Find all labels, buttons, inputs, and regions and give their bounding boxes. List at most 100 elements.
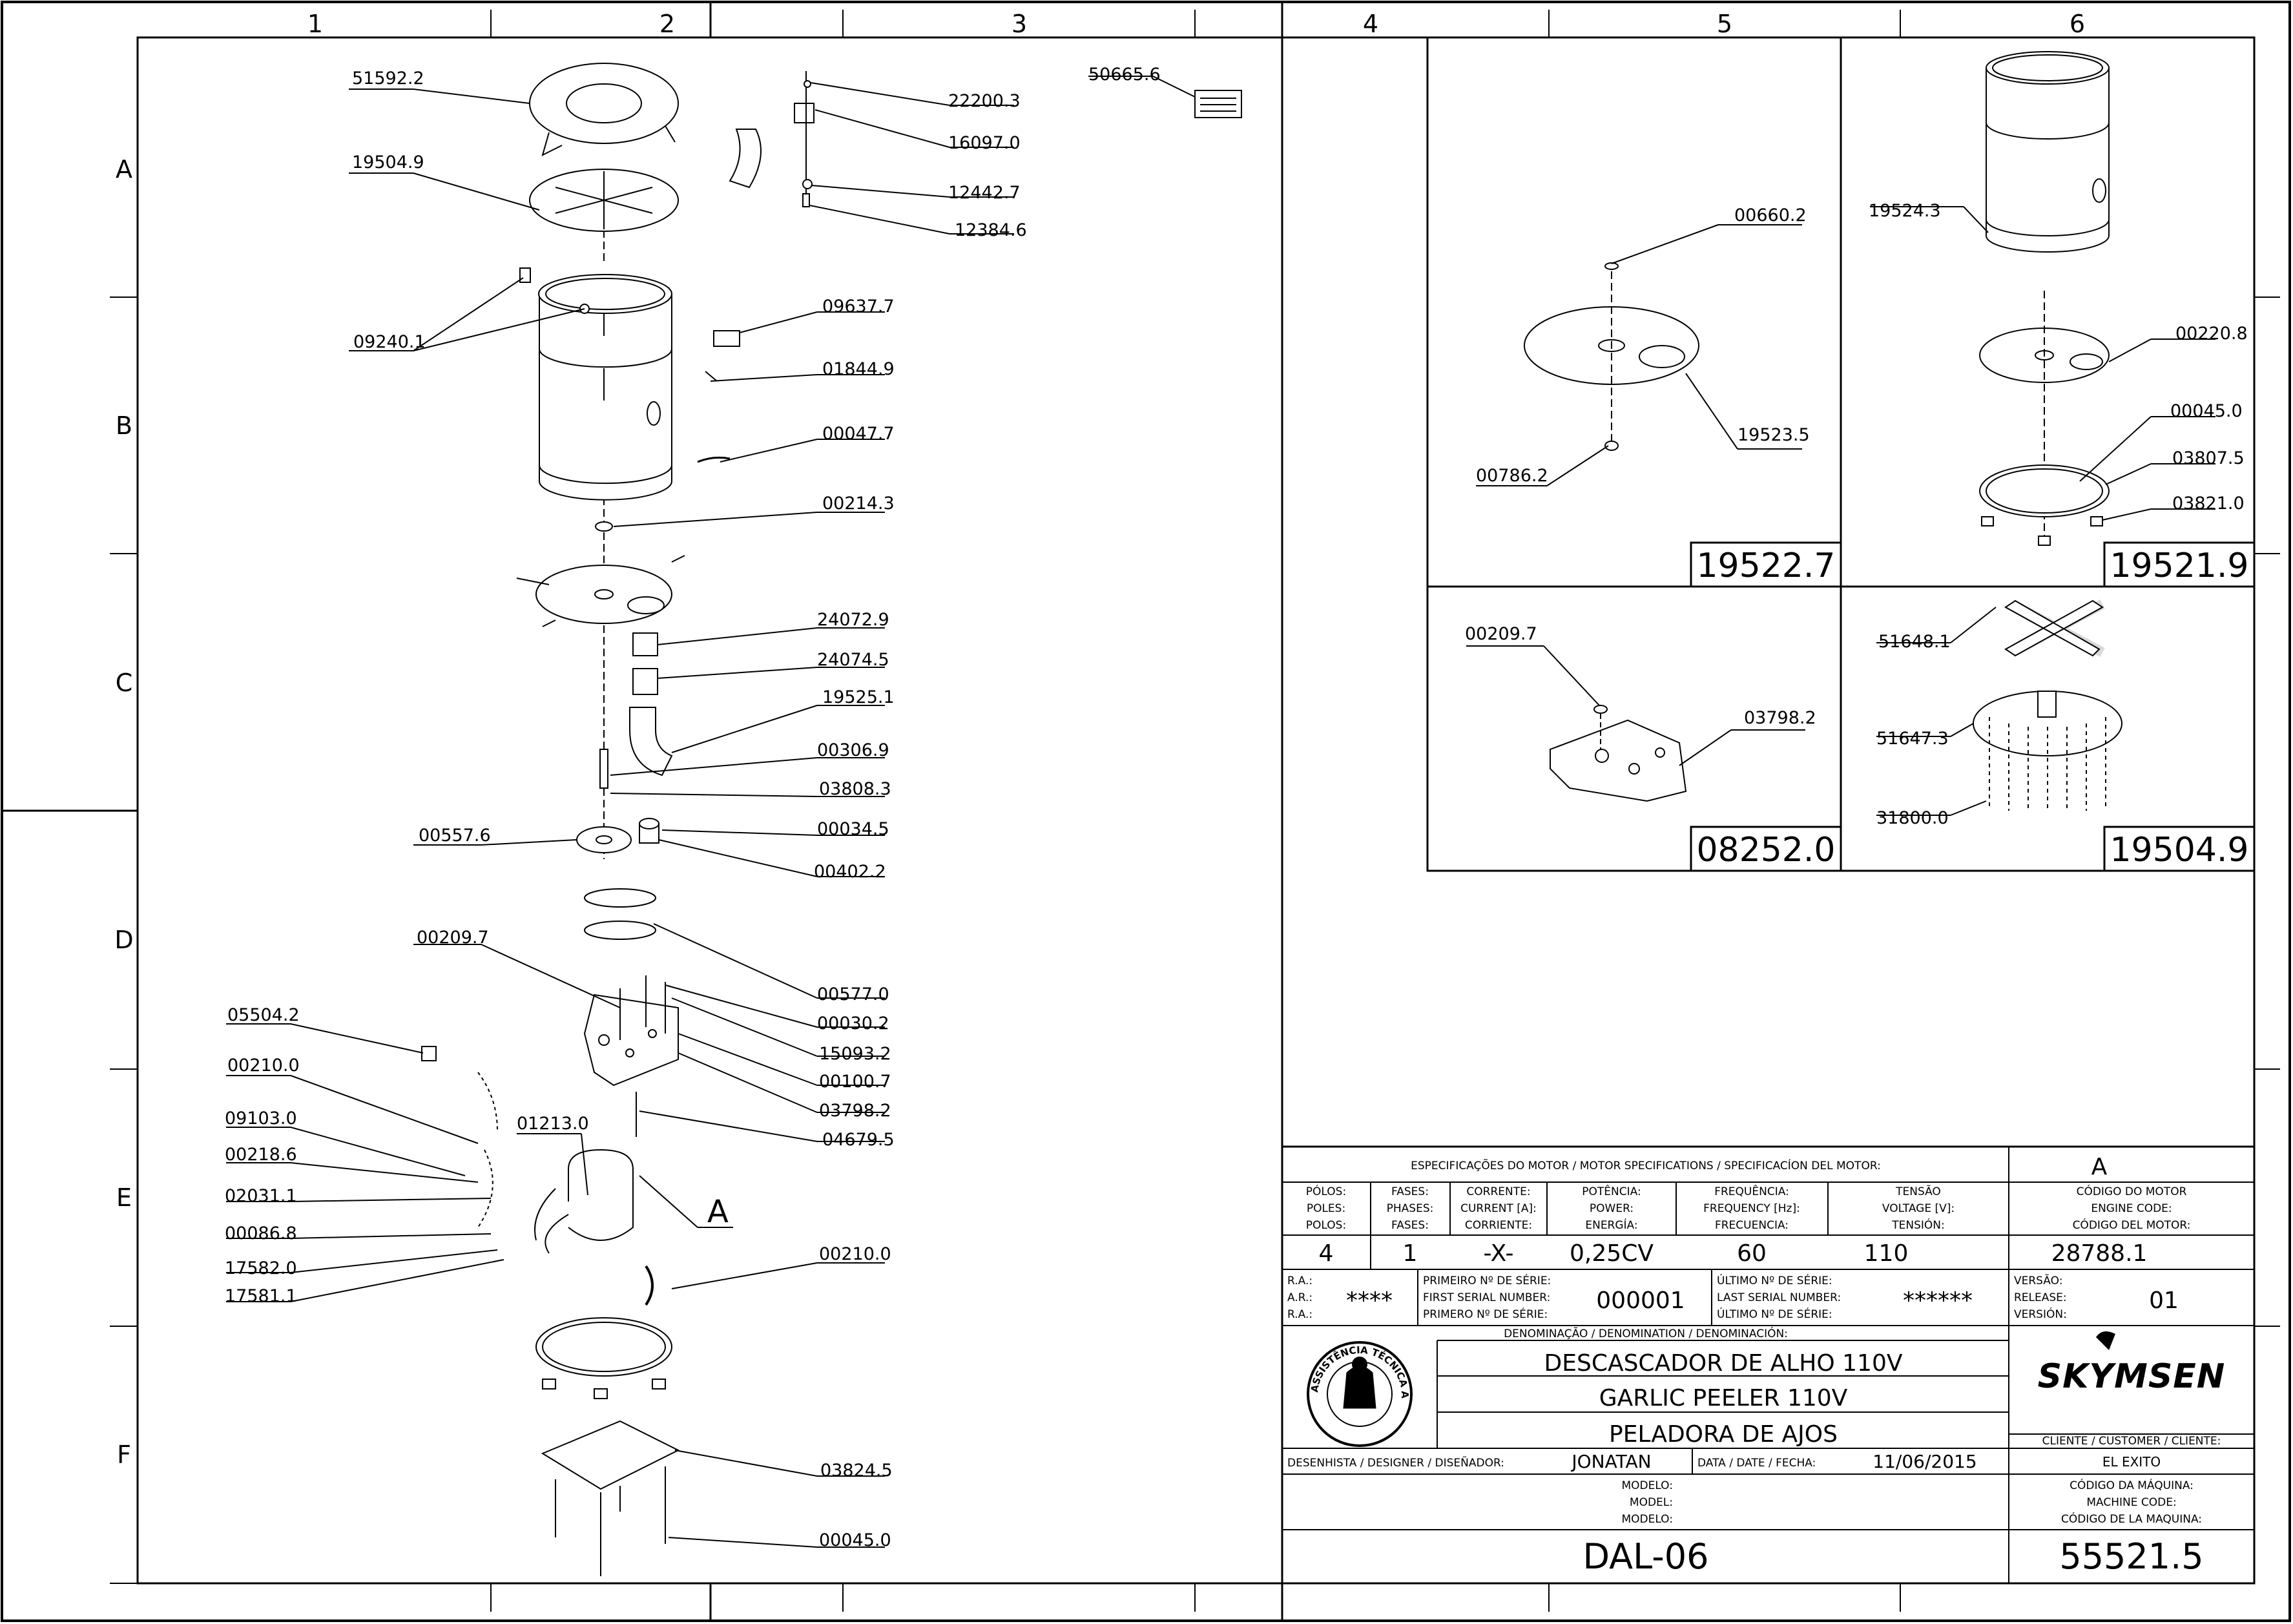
grid-row-a: A <box>116 155 132 183</box>
callout-12442-7: 12442.7 <box>948 183 1021 203</box>
poles-label-es: POLOS: <box>1306 1219 1346 1232</box>
callout-01213-0: 01213.0 <box>517 1114 589 1134</box>
subassembly-number-19522-7: 19522.7 <box>1696 547 1835 585</box>
frequency-label-es: FRECUENCIA: <box>1715 1219 1789 1232</box>
detail-a-marker: A <box>707 1194 729 1230</box>
callout-00045-0: 00045.0 <box>819 1530 891 1550</box>
subassembly-number-19521-9: 19521.9 <box>2110 547 2248 585</box>
power-label-es: ENERGÍA: <box>1585 1218 1637 1232</box>
service-stamp: ASSISTÊNCIA TÉCNICA AUTORIZADA <box>0 0 1413 1447</box>
leader-lines <box>226 76 1196 1548</box>
base-plate <box>541 1420 680 1576</box>
callout-15093-2: 15093.2 <box>819 1044 891 1064</box>
callout-17582-0: 17582.0 <box>225 1258 297 1278</box>
model-label-pt: MODELO: <box>1621 1479 1673 1492</box>
frequency-label-pt: FREQUÊNCIA: <box>1714 1184 1789 1198</box>
callout-22200-3: 22200.3 <box>948 91 1021 111</box>
model-label-en: MODEL: <box>1630 1496 1673 1509</box>
grid-row-d: D <box>114 926 133 954</box>
current-label-pt: CORRENTE: <box>1466 1185 1530 1198</box>
stamp-text: ASSISTÊNCIA TÉCNICA AUTORIZADA <box>0 0 1411 1399</box>
first-serial-label-en: FIRST SERIAL NUMBER: <box>1423 1291 1550 1304</box>
ra-label-1: R.A.: <box>1287 1275 1313 1287</box>
callout-00209-7-box: 00209.7 <box>1465 624 1537 644</box>
callout-19524-3: 19524.3 <box>1869 201 1941 221</box>
main-exploded-view <box>421 63 1242 1576</box>
voltage-label-es: TENSIÓN: <box>1891 1218 1944 1232</box>
callout-19504-9: 19504.9 <box>352 152 424 172</box>
phases-value: 1 <box>1403 1240 1418 1267</box>
current-value: -X- <box>1483 1240 1513 1267</box>
callout-09637-7: 09637.7 <box>822 297 895 317</box>
callout-03798-2: 03798.2 <box>819 1101 891 1121</box>
grid-col-6: 6 <box>2070 10 2085 38</box>
engine-code-label-es: CÓDIGO DEL MOTOR: <box>2073 1218 2191 1232</box>
warning-label <box>1194 90 1242 118</box>
motor-plate <box>583 975 679 1137</box>
motor-spec-header: ESPECIFICAÇÕES DO MOTOR / MOTOR SPECIFIC… <box>1411 1158 1881 1172</box>
last-serial-label-es: ÚLTIMO Nº DE SÉRIE: <box>1717 1307 1832 1321</box>
grid-row-b: B <box>116 411 132 440</box>
version-label-pt: VERSÃO: <box>2014 1273 2062 1287</box>
phases-label-en: PHASES: <box>1387 1202 1434 1215</box>
machine-code-label-es: CÓDIGO DE LA MAQUINA: <box>2061 1512 2202 1526</box>
date-value: 11/06/2015 <box>1873 1451 1977 1472</box>
poles-label-pt: PÓLOS: <box>1306 1184 1346 1198</box>
machine-code-label-pt: CÓDIGO DA MÁQUINA: <box>2070 1478 2194 1492</box>
part-callouts: 51592.2 19504.9 09240.1 22200.3 16097.0 … <box>225 65 1161 1550</box>
cable <box>645 1265 654 1306</box>
grid-row-e: E <box>116 1183 132 1212</box>
lid-disc <box>529 169 679 232</box>
callout-00786-2: 00786.2 <box>1476 466 1548 486</box>
last-serial-label-en: LAST SERIAL NUMBER: <box>1717 1291 1841 1304</box>
designer-value: JONATAN <box>1570 1451 1651 1472</box>
grid-row-c: C <box>116 669 133 697</box>
grid-col-3: 3 <box>1012 10 1027 38</box>
lever-assembly <box>729 71 814 207</box>
callout-51592-2: 51592.2 <box>352 68 424 88</box>
callout-00030-2: 00030.2 <box>817 1014 889 1034</box>
grid-col-5: 5 <box>1717 10 1732 38</box>
callout-00034-5: 00034.5 <box>817 819 889 839</box>
callout-00086-8: 00086.8 <box>225 1223 297 1244</box>
machine-code-label-en: MACHINE CODE: <box>2086 1496 2176 1509</box>
machine-code-value: 55521.5 <box>2059 1536 2203 1577</box>
poles-label-en: POLES: <box>1307 1202 1345 1215</box>
ra-value: **** <box>1346 1287 1393 1314</box>
callout-05504-2: 05504.2 <box>227 1005 300 1025</box>
pulleys <box>576 818 659 853</box>
subassembly-08252-0: 00209.7 03798.2 08252.0 <box>1465 624 1842 872</box>
callout-00557-6: 00557.6 <box>419 826 491 846</box>
ra-label-3: R.A.: <box>1287 1308 1313 1321</box>
grid-col-4: 4 <box>1363 10 1378 38</box>
callout-03821-0: 03821.0 <box>2172 494 2245 514</box>
denomination-header: DENOMINAÇÃO / DENOMINATION / DENOMINACIÓ… <box>1504 1326 1788 1340</box>
engine-code-label-en: ENGINE CODE: <box>2091 1202 2172 1215</box>
callout-01844-9: 01844.9 <box>822 359 895 379</box>
subassembly-number-08252-0: 08252.0 <box>1696 831 1835 869</box>
callout-02031-1: 02031.1 <box>225 1186 297 1206</box>
callout-51647-3: 51647.3 <box>1876 729 1949 749</box>
belts <box>584 888 656 940</box>
subassembly-19522-7: 00660.2 19523.5 00786.2 19522.7 <box>1476 205 1842 588</box>
callout-00047-7: 00047.7 <box>822 424 895 444</box>
callout-00306-9: 00306.9 <box>817 740 889 760</box>
grid-col-1: 1 <box>307 10 323 38</box>
subassembly-19521-9: 19524.3 00220.8 00045.0 03807.5 03821.0 … <box>1869 51 2256 588</box>
first-serial-value: 000001 <box>1596 1287 1685 1314</box>
subassembly-number-19504-9: 19504.9 <box>2110 831 2248 869</box>
callout-00045-0-box: 00045.0 <box>2170 401 2243 421</box>
callout-09240-1: 09240.1 <box>353 332 426 352</box>
name-es: PELADORA DE AJOS <box>1609 1421 1838 1448</box>
subassembly-19504-9: 51648.1 51647.3 31800.0 19504.9 <box>1876 599 2256 872</box>
engine-code-label-pt: CÓDIGO DO MOTOR <box>2077 1184 2187 1198</box>
motor-code-tag: A <box>2091 1154 2108 1180</box>
callout-03807-5: 03807.5 <box>2172 448 2245 468</box>
peeling-cylinder <box>519 267 740 501</box>
callout-16097-0: 16097.0 <box>948 133 1021 153</box>
shaft <box>599 749 608 789</box>
callout-00100-7: 00100.7 <box>819 1072 891 1092</box>
callout-19523-5: 19523.5 <box>1738 425 1810 445</box>
callout-00218-6: 00218.6 <box>225 1145 297 1165</box>
